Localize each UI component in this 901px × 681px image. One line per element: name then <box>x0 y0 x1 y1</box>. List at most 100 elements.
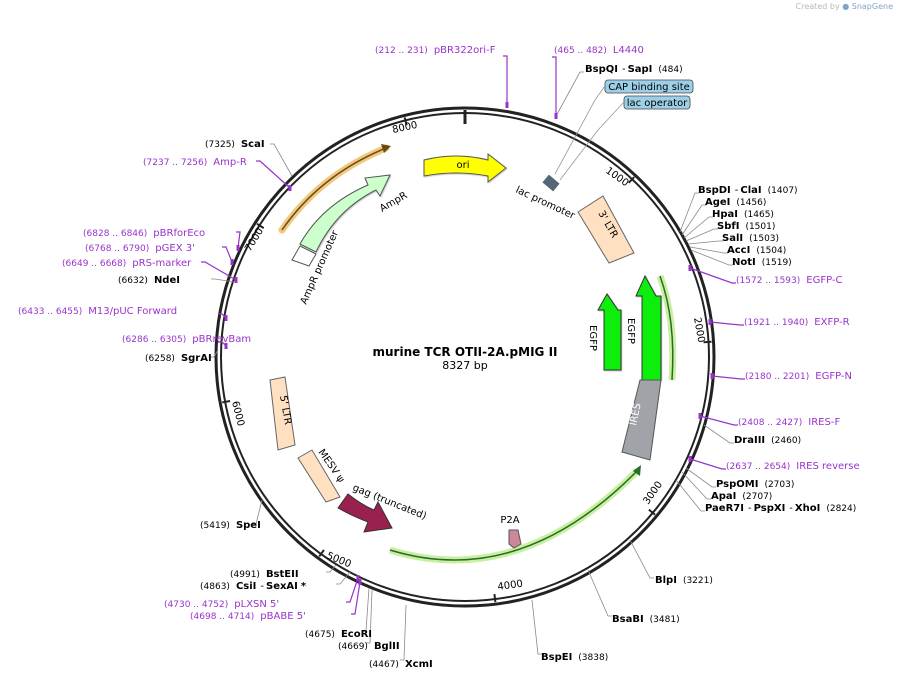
site-label: (2408 .. 2427)IRES-F <box>738 417 840 428</box>
site-xcmi[interactable]: (4467)XcmI <box>369 604 433 670</box>
feature-egfp-inner[interactable] <box>597 293 622 371</box>
feature-label-egfp-inner: EGFP <box>587 325 598 351</box>
snapgene-logo-icon: ● <box>842 2 850 11</box>
leader-cap <box>554 85 606 175</box>
site-label: (6286 .. 6305)pBRrevBam <box>122 334 251 345</box>
site-label: BlpI(3221) <box>655 575 713 586</box>
primer-pbrrevbam[interactable]: (6286 .. 6305)pBRrevBam <box>122 334 251 349</box>
site-label: (4698 .. 4714)pBABE 5' <box>190 611 306 622</box>
primer-egfp-c[interactable]: (1572 .. 1593)EGFP-C <box>688 265 843 286</box>
site-label: (6433 .. 6455)M13/pUC Forward <box>18 306 177 317</box>
leader-line <box>252 499 263 525</box>
site-ndei[interactable]: (6632)NdeI <box>118 275 235 286</box>
site-csii[interactable]: (4863)CsiI-SexAI* <box>200 571 351 592</box>
site-label: PaeR7I-PspXI-XhoI(2824) <box>705 503 856 514</box>
feature-ltr3[interactable] <box>577 195 635 264</box>
primer-binding-mark <box>224 343 228 349</box>
site-agei[interactable]: AgeI(1456) <box>681 197 766 236</box>
primer-binding-mark <box>505 102 509 108</box>
site-annotations: BspQI-SapI(484) BspDI-ClaI(1407)AgeI(1456… <box>18 45 860 670</box>
primer-pbrforeco[interactable]: (6828 .. 6846)pBRforEco <box>83 228 241 251</box>
callout-label-lacop: lac operator <box>627 98 688 109</box>
backbone-outer-ring <box>214 106 716 608</box>
site-sbfi[interactable]: SbfI(1501) <box>685 221 775 242</box>
tick-8000 <box>403 117 408 126</box>
primer-pgex-3-[interactable]: (6768 .. 6790)pGEX 3' <box>85 243 234 265</box>
leader-line <box>362 587 370 632</box>
site-spei[interactable]: (5419)SpeI <box>200 499 263 531</box>
site-sali[interactable]: SalI(1503) <box>687 233 779 245</box>
feature-ltr5[interactable] <box>269 376 296 451</box>
site-apai[interactable]: ApaI(2707) <box>681 471 772 502</box>
callout-label-cap: CAP binding site <box>608 82 690 93</box>
feature-label-ires: IRES <box>628 402 643 426</box>
feature-p2a[interactable] <box>508 529 522 549</box>
tick-label-2000: 2000 <box>691 317 706 344</box>
feature-mesv[interactable] <box>297 449 341 503</box>
site-label: (7237 .. 7256)Amp-R <box>143 157 247 168</box>
tick-label-8000: 8000 <box>391 120 418 136</box>
site-draiii[interactable]: DraIII(2460) <box>703 424 801 446</box>
leader-line <box>703 424 734 444</box>
site-sgrai[interactable]: (6258)SgrAI <box>145 349 219 364</box>
feature-lac-promoter[interactable] <box>542 174 560 192</box>
site-ecori[interactable]: (4675)EcoRI <box>305 587 372 640</box>
site-blpi[interactable]: BlpI(3221) <box>629 539 713 586</box>
leader-line <box>681 204 706 236</box>
snapgene-watermark: Created by ● SnapGene <box>796 2 893 11</box>
primer-egfp-n[interactable]: (2180 .. 2201)EGFP-N <box>710 371 853 382</box>
feature-egfp-outer[interactable] <box>635 274 662 381</box>
primer-binding-mark <box>288 185 292 191</box>
site-label: (2637 .. 2654)IRES reverse <box>726 461 860 472</box>
site-pspomi[interactable]: PspOMI(2703) <box>685 467 794 490</box>
site-acci[interactable]: AccI(1504) <box>689 245 786 256</box>
leader-line <box>400 604 407 661</box>
leader-line <box>346 577 359 603</box>
primer-pbabe-5-[interactable]: (4698 .. 4714)pBABE 5' <box>190 579 362 622</box>
feature-ori[interactable] <box>423 152 507 184</box>
primer-exfp-r[interactable]: (1921 .. 1940)EXFP-R <box>708 317 850 328</box>
site-bspei[interactable]: BspEI(3838) <box>531 599 608 663</box>
site-label: (212 .. 231)pBR322ori-F <box>375 45 496 56</box>
site-label: SbfI(1501) <box>717 221 775 232</box>
leader-line <box>211 278 235 283</box>
feature-ampr[interactable] <box>299 174 391 253</box>
leader-line <box>236 231 241 249</box>
site-bspdi[interactable]: BspDI-ClaI(1407) <box>679 185 798 233</box>
plasmid-length: 8327 bp <box>442 359 487 372</box>
feature-gag[interactable] <box>337 493 393 533</box>
feature-ampr-promoter[interactable] <box>291 245 317 267</box>
site-bglii[interactable]: (4669)BglII <box>338 589 400 652</box>
site-label: (6258)SgrAI <box>145 353 212 364</box>
site-label: (2180 .. 2201)EGFP-N <box>745 371 852 382</box>
primer-plxsn-5-[interactable]: (4730 .. 4752)pLXSN 5' <box>164 575 360 610</box>
site-bsabi[interactable]: BsaBI(3481) <box>587 569 680 625</box>
site-hpai[interactable]: HpaI(1465) <box>683 209 774 239</box>
site-bspqi[interactable]: BspQI-SapI(484) <box>554 64 683 119</box>
site-bsteii[interactable]: (4991)BstEII <box>230 564 337 580</box>
site-label: (6828 .. 6846)pBRforEco <box>83 228 205 239</box>
primer-binding-mark <box>708 319 712 325</box>
primer-ires-reverse[interactable]: (2637 .. 2654)IRES reverse <box>688 456 860 472</box>
leader-line <box>683 216 713 239</box>
tick-marks <box>222 117 712 603</box>
primer-l4440[interactable]: (465 .. 482)L4440 <box>552 45 644 119</box>
feature-ires[interactable] <box>621 379 662 461</box>
leader-line <box>675 479 705 512</box>
primer-amp-r[interactable]: (7237 .. 7256)Amp-R <box>143 157 292 191</box>
primer-prs-marker[interactable]: (6649 .. 6668)pRS-marker <box>62 258 238 283</box>
watermark-prefix: Created by <box>795 2 840 11</box>
site-paer7i[interactable]: PaeR7I-PspXI-XhoI(2824) <box>675 479 856 514</box>
leader-line <box>587 569 612 617</box>
primer-binding-mark <box>356 575 360 581</box>
primer-binding-mark <box>710 373 714 379</box>
primer-pbr322ori-f[interactable]: (212 .. 231)pBR322ori-F <box>375 45 509 108</box>
site-label: PspOMI(2703) <box>716 479 794 490</box>
leader-line <box>709 321 744 326</box>
site-label: (4863)CsiI-SexAI* <box>200 581 307 592</box>
primer-m13-puc-forward[interactable]: (6433 .. 6455)M13/pUC Forward <box>18 306 228 321</box>
primer-ires-f[interactable]: (2408 .. 2427)IRES-F <box>698 413 841 428</box>
site-scai[interactable]: (7325)ScaI <box>205 139 293 177</box>
primer-binding-mark <box>236 245 240 251</box>
site-noti[interactable]: NotI(1519) <box>690 249 792 268</box>
